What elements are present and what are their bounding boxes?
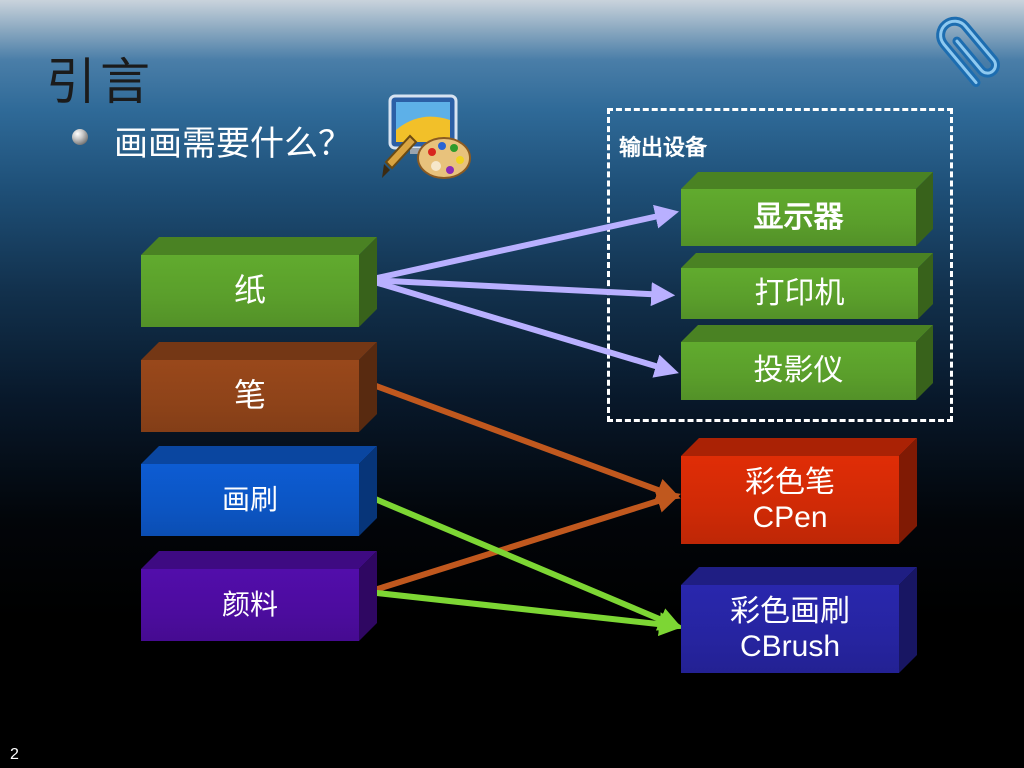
box-top-face bbox=[681, 567, 917, 585]
box-printer-label: 打印机 bbox=[681, 268, 918, 319]
box-cbrush-text: 彩色画刷 CBrush bbox=[681, 585, 899, 673]
bullet-dot bbox=[72, 129, 88, 145]
box-projector-label: 投影仪 bbox=[681, 342, 916, 400]
box-printer: 打印机 bbox=[681, 253, 933, 319]
box-paint-label: 颜料 bbox=[141, 569, 359, 641]
box-monitor: 显示器 bbox=[681, 172, 933, 246]
box-cpen-label-cn: 彩色笔 bbox=[745, 464, 835, 500]
arrow-brush-to-cbrush bbox=[366, 493, 683, 631]
box-side-face bbox=[359, 446, 377, 536]
paperclip-icon bbox=[936, 16, 1000, 88]
box-top-face bbox=[681, 325, 933, 342]
box-monitor-label: 显示器 bbox=[681, 189, 916, 246]
box-side-face bbox=[916, 172, 933, 246]
box-top-face bbox=[681, 253, 933, 268]
box-top-face bbox=[141, 342, 377, 360]
box-side-face bbox=[899, 438, 917, 544]
box-cbrush-label-en: CBrush bbox=[739, 630, 841, 663]
output-group-label: 输出设备 bbox=[619, 135, 708, 160]
arrow-paint-to-cpen bbox=[367, 489, 681, 595]
box-cbrush: 彩色画刷 CBrush bbox=[681, 567, 917, 673]
box-top-face bbox=[681, 438, 917, 456]
box-side-face bbox=[359, 342, 377, 432]
box-pen: 笔 bbox=[141, 342, 377, 432]
box-side-face bbox=[918, 253, 933, 319]
box-brush-label: 画刷 bbox=[141, 464, 359, 536]
box-top-face bbox=[141, 237, 377, 255]
box-brush: 画刷 bbox=[141, 446, 377, 536]
box-side-face bbox=[899, 567, 917, 673]
box-paper: 纸 bbox=[141, 237, 377, 327]
box-cbrush-label-cn: 彩色画刷 bbox=[730, 593, 850, 629]
slide-title: 引言 bbox=[46, 53, 154, 111]
box-paper-label: 纸 bbox=[141, 255, 359, 327]
arrow-paint-to-cbrush bbox=[367, 589, 684, 637]
box-top-face bbox=[141, 446, 377, 464]
bullet-question: 画画需要什么？ bbox=[114, 124, 352, 164]
box-side-face bbox=[916, 325, 933, 400]
paint-palette-icon bbox=[382, 94, 471, 179]
box-top-face bbox=[141, 551, 377, 569]
box-side-face bbox=[359, 237, 377, 327]
box-cpen: 彩色笔 CPen bbox=[681, 438, 917, 544]
box-cpen-text: 彩色笔 CPen bbox=[681, 456, 899, 544]
box-top-face bbox=[681, 172, 933, 189]
box-pen-label: 笔 bbox=[141, 360, 359, 432]
box-projector: 投影仪 bbox=[681, 325, 933, 400]
box-side-face bbox=[359, 551, 377, 641]
box-paint: 颜料 bbox=[141, 551, 377, 641]
page-number: 2 bbox=[10, 746, 19, 763]
box-cpen-label-en: CPen bbox=[752, 501, 828, 534]
